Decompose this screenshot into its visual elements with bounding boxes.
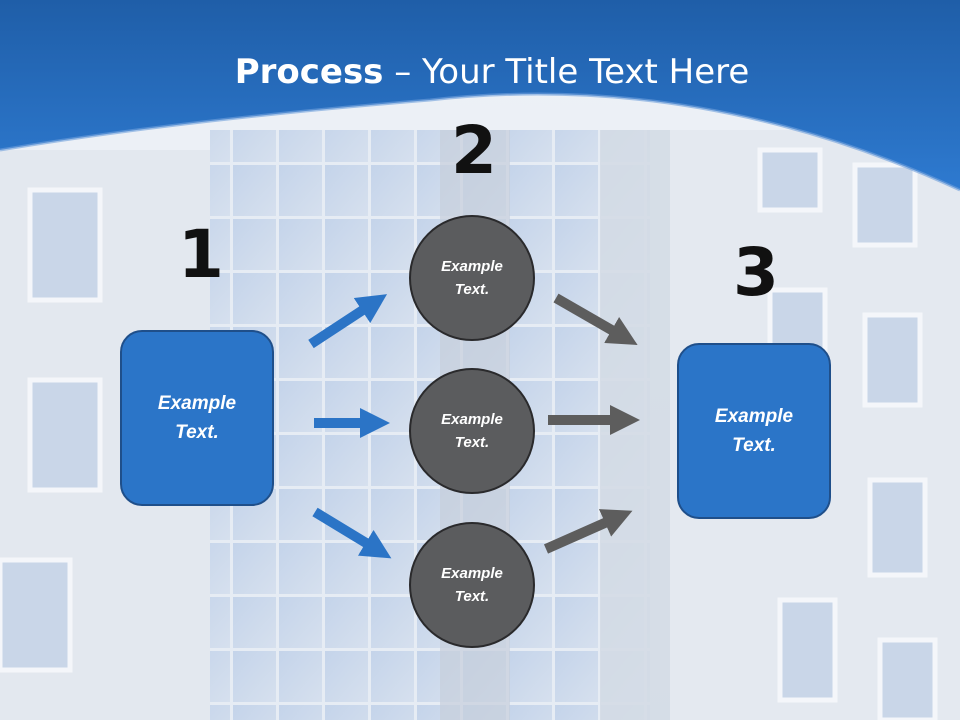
step-3-box: Example Text. <box>677 343 831 519</box>
step-number-1: 1 <box>178 216 224 293</box>
arrow-down-blue <box>312 507 392 559</box>
step-number-3: 3 <box>733 234 779 311</box>
arrow-down-gray <box>553 293 638 345</box>
step-2-circle-top: Example Text. <box>409 215 535 341</box>
step-1-box: Example Text. <box>120 330 274 506</box>
step-3-text: Example Text. <box>714 406 794 456</box>
step-2-text-middle: Example Text. <box>441 411 503 451</box>
step-number-2: 2 <box>451 112 497 189</box>
step-2-circle-bottom: Example Text. <box>409 522 535 648</box>
title-rest: – Your Title Text Here <box>383 52 750 92</box>
step-2-text-top: Example Text. <box>441 258 503 298</box>
slide-title: Process – Your Title Text Here <box>0 52 960 92</box>
arrow-up-gray <box>543 509 633 554</box>
step-1-text: Example Text. <box>157 393 237 443</box>
arrow-up-blue <box>308 294 388 349</box>
step-2-text-bottom: Example Text. <box>441 565 503 605</box>
title-bold: Process <box>234 52 384 92</box>
step-2-circle-middle: Example Text. <box>409 368 535 494</box>
